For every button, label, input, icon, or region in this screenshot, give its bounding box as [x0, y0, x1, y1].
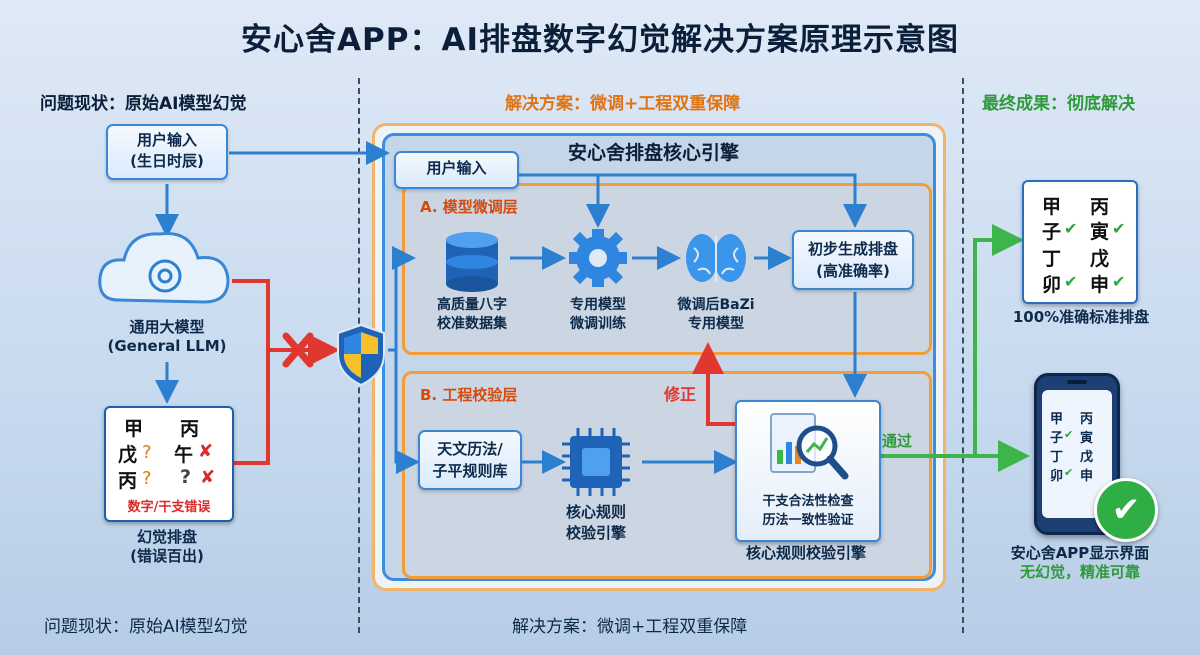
model-label: 微调后BaZi 专用模型: [664, 296, 768, 334]
user-input-sublabel: (生日时辰): [130, 152, 204, 170]
check-caption: 核心规则校验引擎: [745, 544, 866, 562]
cloud-icon: [98, 232, 230, 304]
brain-icon: [686, 234, 746, 282]
preliminary-line2: (高准确率): [816, 262, 890, 280]
section-problem-heading: 问题现状：原始AI模型幻觉: [40, 94, 247, 114]
dataset-label: 高质量八字 校准数据集: [412, 296, 532, 334]
phone-caption-line2: 无幻觉，精准可靠: [1019, 563, 1140, 581]
card-cell: 卯: [1042, 274, 1062, 296]
rule-engine-line2: 校验引擎: [565, 524, 626, 542]
check-line1: 干支合法性检查: [762, 494, 854, 509]
database-icon: [446, 232, 498, 292]
card-cell: ?: [180, 466, 192, 488]
gear-icon: [569, 229, 627, 287]
question-icon: ?: [142, 442, 152, 463]
card-cell: 甲: [1042, 196, 1062, 218]
card-cell: 午: [174, 444, 194, 466]
hallucination-label: 幻觉排盘 (错误百出): [92, 528, 242, 566]
layer-b-title: B. 工程校验层: [420, 386, 518, 404]
cross-icon: ✘: [200, 467, 216, 488]
check-icon: ✔: [1064, 466, 1074, 479]
user-input-label: 用户输入: [136, 131, 197, 149]
engine-title: 安心舍排盘核心引擎: [568, 142, 740, 164]
llm-name: 通用大模型: [129, 318, 205, 336]
phone-caption: 安心舍APP显示界面 无幻觉，精准可靠: [990, 544, 1170, 582]
page-title: 安心舍APP：AI排盘数字幻觉解决方案原理示意图: [241, 22, 959, 58]
result-card-caption: 100%准确标准排盘: [1012, 308, 1150, 326]
shield-icon: [337, 323, 385, 387]
check-icon: ✔: [1064, 272, 1078, 291]
card-cell: 子: [1042, 221, 1062, 243]
model-line1: 微调后BaZi: [677, 297, 755, 313]
phone-speaker: [1067, 380, 1087, 384]
user-input-box: 用户输入 (生日时辰): [106, 124, 228, 180]
calendar-line1: 天文历法/: [437, 440, 503, 458]
footer-problem: 问题现状：原始AI模型幻觉: [44, 617, 248, 637]
rule-engine-label: 核心规则 校验引擎: [546, 502, 646, 544]
divider-right: [962, 78, 964, 633]
cross-icon: ✘: [198, 441, 214, 462]
phone-cell: 申: [1080, 469, 1094, 484]
phone-cell: 寅: [1080, 431, 1094, 446]
section-result-heading: 最终成果：彻底解决: [982, 94, 1135, 114]
hallucination-card: 甲 丙 戊 ? 午 ✘ 丙 ? ? ✘ 数字/干支错误: [104, 406, 234, 522]
question-icon: ?: [142, 468, 152, 489]
finetune-line2: 微调训练: [570, 316, 626, 332]
error-tag: 数字/干支错误: [127, 500, 211, 515]
pass-label: 通过: [882, 432, 913, 450]
phone-cell: 丁: [1050, 450, 1064, 465]
dataset-line2: 校准数据集: [437, 316, 507, 332]
check-box: 干支合法性检查 历法一致性验证: [735, 400, 881, 542]
check-label: 干支合法性检查 历法一致性验证: [737, 492, 879, 530]
card-cell: 丁: [1042, 248, 1062, 270]
model-line2: 专用模型: [688, 316, 744, 332]
card-cell: 丙: [180, 418, 200, 440]
phone-cell: 甲: [1050, 412, 1064, 427]
phone-cell: 子: [1050, 431, 1064, 446]
phone-cell: 戊: [1080, 450, 1094, 465]
card-cell: 甲: [124, 418, 144, 440]
card-cell: 戊: [1090, 248, 1110, 270]
check-icon: ✔: [1112, 219, 1126, 238]
section-solution-heading: 解决方案：微调+工程双重保障: [505, 94, 741, 114]
success-check-icon: ✔: [1094, 478, 1158, 542]
calendar-box: 天文历法/ 子平规则库: [418, 430, 522, 490]
footer-solution: 解决方案：微调+工程双重保障: [512, 617, 748, 637]
rule-engine-line1: 核心规则: [565, 503, 626, 521]
llm-label: 通用大模型 (General LLM): [82, 318, 252, 356]
preliminary-line1: 初步生成排盘: [807, 240, 898, 258]
hallucination-sub: (错误百出): [130, 547, 204, 565]
layer-a-title: A. 模型微调层: [420, 198, 518, 216]
card-cell: 寅: [1090, 221, 1110, 243]
card-cell: 戊: [118, 444, 138, 466]
result-card: 甲 丙 子 ✔ 寅 ✔ 丁 戊 卯 ✔ 申 ✔: [1022, 180, 1138, 304]
magnifier-report-icon: [770, 413, 849, 480]
dataset-line1: 高质量八字: [437, 297, 507, 313]
check-line2: 历法一致性验证: [762, 513, 854, 528]
card-cell: 申: [1090, 274, 1110, 296]
card-cell: 丙: [118, 470, 138, 492]
check-icon: ✔: [1112, 272, 1126, 291]
hallucination-title: 幻觉排盘: [136, 528, 197, 546]
fix-label: 修正: [664, 385, 697, 404]
check-icon: ✔: [1064, 219, 1078, 238]
calendar-line2: 子平规则库: [432, 462, 508, 480]
preliminary-box: 初步生成排盘 (高准确率): [792, 230, 914, 290]
finetune-line1: 专用模型: [570, 297, 626, 313]
phone-cell: 卯: [1050, 469, 1064, 484]
chip-icon: [562, 428, 630, 496]
llm-english: (General LLM): [107, 337, 227, 355]
engine-user-input: 用户输入: [394, 151, 519, 189]
phone-cell: 丙: [1080, 412, 1094, 427]
check-icon: ✔: [1064, 428, 1074, 441]
phone-caption-line1: 安心舍APP显示界面: [1010, 544, 1150, 562]
card-cell: 丙: [1090, 196, 1110, 218]
finetune-label: 专用模型 微调训练: [548, 296, 648, 334]
